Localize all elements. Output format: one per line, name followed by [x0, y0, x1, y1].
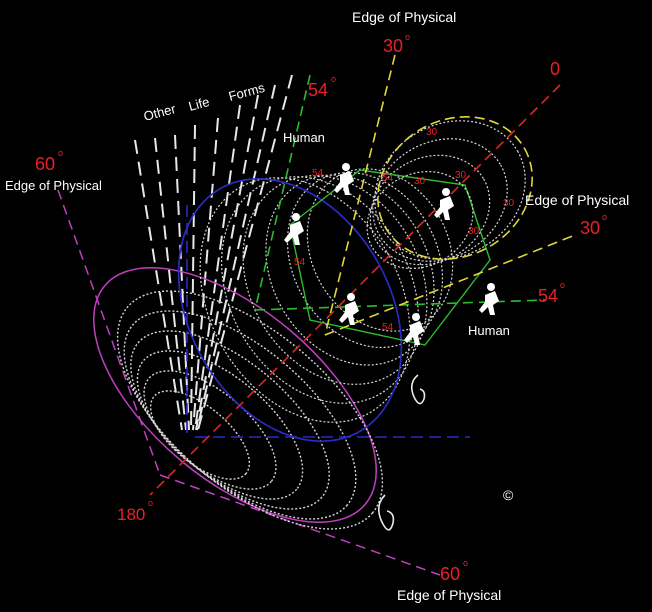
inner-labels: 54 54 54 54 30 30 30 30 30 — [294, 127, 515, 333]
degree-symbol: o — [602, 212, 607, 222]
degree-symbol: o — [148, 498, 153, 508]
human-icons — [284, 163, 499, 345]
degree-symbol: o — [560, 280, 565, 290]
degree-54-right: 54 — [538, 286, 558, 306]
small-30-label: 30 — [468, 226, 480, 237]
other-life-forms-lines — [134, 74, 293, 431]
human-figure-icon — [334, 163, 354, 195]
spiral-marks — [377, 374, 426, 531]
edge-label-left: Edge of Physical — [5, 178, 102, 193]
human-figure-icon — [434, 188, 454, 220]
zero-axis — [149, 84, 561, 496]
degree-symbol: o — [463, 558, 468, 568]
degree-60-left: 60 — [35, 154, 55, 174]
small-54-label: 54 — [312, 168, 324, 179]
small-30-label: 30 — [455, 170, 467, 181]
small-54-label: 54 — [294, 257, 306, 268]
other-life-forms-word: Other — [142, 101, 178, 124]
edge-label-right: Edge of Physical — [525, 192, 629, 208]
degree-30-right: 30 — [580, 218, 600, 238]
cone-30-outline — [324, 54, 576, 336]
edge-label-top: Edge of Physical — [352, 9, 456, 25]
human-figure-icon — [284, 213, 304, 245]
human-label-right: Human — [468, 323, 510, 338]
small-30-label: 30 — [426, 127, 438, 138]
human-figure-icon — [404, 313, 424, 345]
degree-54-top: 54 — [308, 80, 328, 100]
degree-30-top: 30 — [383, 36, 403, 56]
human-figure-icon — [479, 283, 499, 315]
degree-60-bottom: 60 — [440, 564, 460, 584]
copyright-symbol: © — [503, 487, 514, 503]
human-label-top: Human — [283, 130, 325, 145]
human-figure-icon — [339, 293, 359, 325]
degree-0: 0 — [550, 59, 560, 79]
cone-60-rings — [116, 290, 384, 530]
small-54-label: 54 — [382, 173, 394, 184]
labels: Edge of Physical 30 o 0 54 o Other Life … — [5, 9, 629, 603]
small-54-label: 54 — [382, 322, 394, 333]
degree-symbol: o — [58, 148, 63, 158]
cone-30-rings — [366, 120, 526, 270]
other-life-forms-word: Forms — [227, 80, 267, 104]
degree-symbol: o — [405, 32, 410, 42]
small-30-label: 30 — [414, 176, 426, 187]
blue-axes — [186, 205, 470, 438]
other-life-forms-word: Life — [187, 94, 211, 114]
edge-label-bottom: Edge of Physical — [397, 587, 501, 603]
degree-180: 180 — [117, 505, 145, 524]
small-30-label: 30 — [503, 198, 515, 209]
cone-60-outline — [57, 189, 441, 576]
degree-symbol: o — [331, 74, 336, 84]
